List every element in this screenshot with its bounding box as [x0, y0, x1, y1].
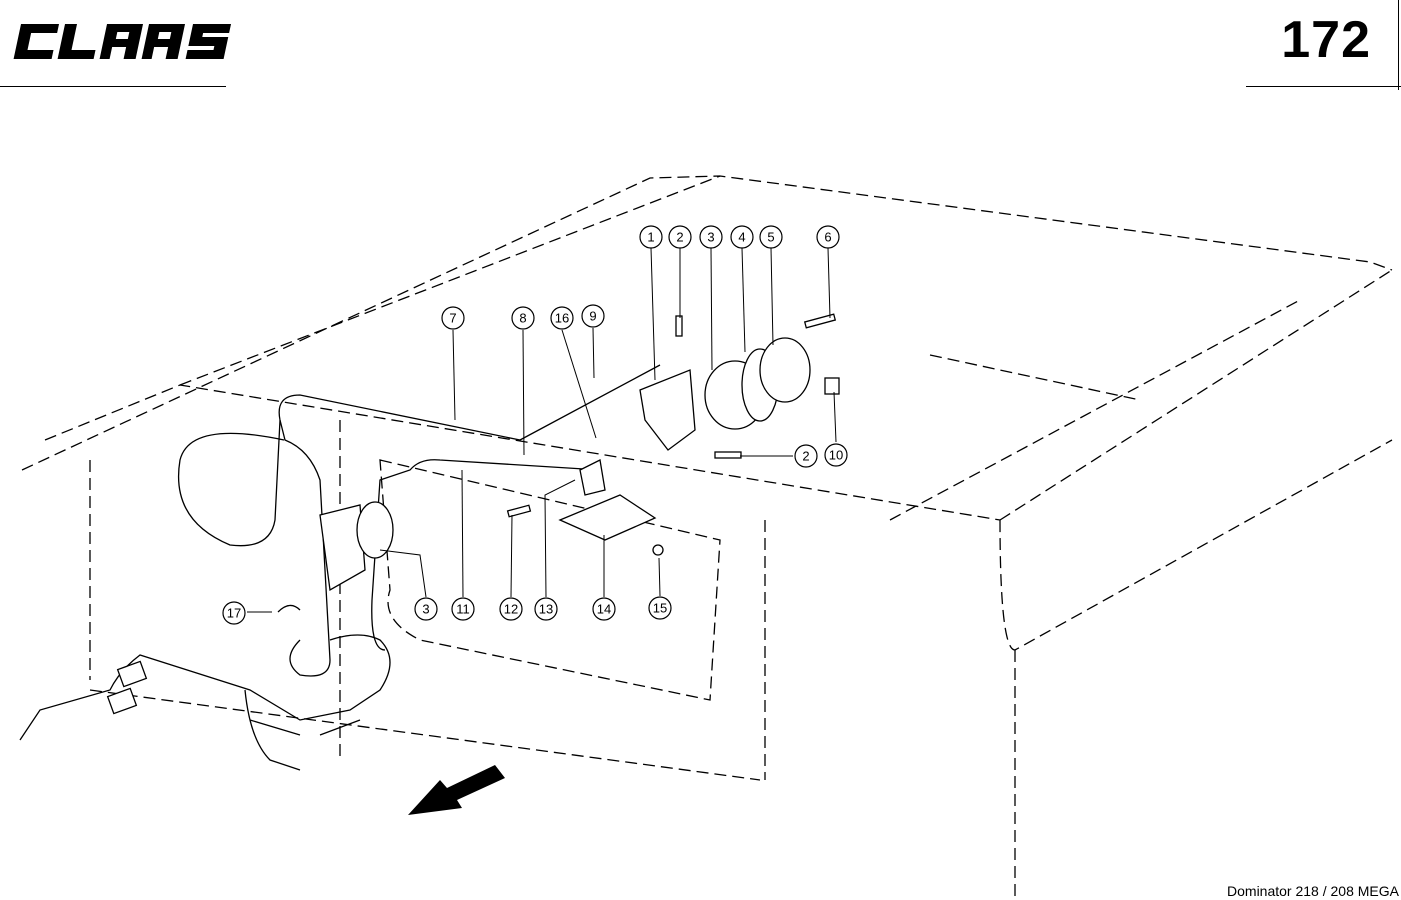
callout-11: 11: [451, 597, 475, 621]
callout-4: 4: [730, 225, 754, 249]
page-header: 172: [0, 0, 1401, 90]
cable-harness: [19, 364, 661, 771]
svg-text:7: 7: [449, 311, 456, 326]
page-number: 172: [1281, 11, 1371, 69]
svg-text:4: 4: [738, 230, 745, 245]
svg-text:3: 3: [707, 230, 714, 245]
callout-8: 8: [511, 306, 535, 330]
callout-3: 3: [699, 225, 723, 249]
front-horn-assembly: [277, 459, 664, 613]
claas-logo: [13, 24, 232, 59]
svg-text:15: 15: [653, 601, 667, 616]
header-line-right: [1246, 86, 1401, 87]
svg-text:13: 13: [539, 602, 553, 617]
horn-assembly: [639, 313, 840, 459]
footer-model-label: Dominator 218 / 208 MEGA: [1227, 883, 1399, 899]
svg-text:5: 5: [767, 230, 774, 245]
svg-text:2: 2: [676, 230, 683, 245]
svg-text:10: 10: [829, 448, 843, 463]
callout-2b: 2: [794, 444, 818, 468]
callout-16: 16: [550, 306, 574, 330]
callout-5: 5: [759, 225, 783, 249]
right-border: [1398, 0, 1399, 90]
svg-text:14: 14: [597, 602, 611, 617]
svg-text:1: 1: [647, 230, 654, 245]
svg-text:2: 2: [802, 449, 809, 464]
machine-outline: [21, 175, 1393, 900]
svg-text:6: 6: [824, 230, 831, 245]
svg-text:3: 3: [422, 602, 429, 617]
callout-17: 17: [222, 601, 246, 625]
svg-text:12: 12: [504, 602, 518, 617]
svg-text:17: 17: [227, 606, 241, 621]
callout-2: 2: [668, 225, 692, 249]
svg-text:8: 8: [519, 311, 526, 326]
header-line-left: [0, 86, 226, 87]
callout-13: 13: [534, 597, 558, 621]
callout-15: 15: [648, 596, 672, 620]
leader-lines: [247, 247, 837, 613]
callout-14: 14: [592, 597, 616, 621]
svg-text:16: 16: [555, 311, 569, 326]
callout-10: 10: [824, 443, 848, 467]
callout-1: 1: [639, 225, 663, 249]
callout-12: 12: [499, 597, 523, 621]
callout-7: 7: [441, 306, 465, 330]
callout-9: 9: [581, 304, 605, 328]
svg-text:9: 9: [589, 309, 596, 324]
direction-arrow: [408, 765, 505, 815]
callout-6: 6: [816, 225, 840, 249]
svg-text:11: 11: [456, 602, 470, 617]
callout-3b: 3: [414, 597, 438, 621]
